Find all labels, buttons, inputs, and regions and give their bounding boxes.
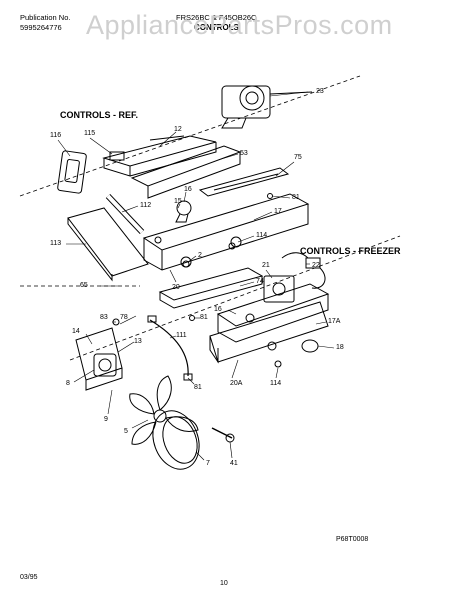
publication-label: Publication No. <box>20 13 71 22</box>
publication-number: 5995264776 <box>20 23 62 32</box>
page-title: CONTROLS <box>194 23 239 32</box>
callout-74: 74 <box>256 278 264 285</box>
callout-17: 17 <box>274 208 282 215</box>
part-12-control-housing <box>102 135 217 177</box>
part-14-fan-bracket <box>75 327 123 391</box>
part-17-control-panel <box>142 193 310 271</box>
callout-14: 14 <box>72 328 80 335</box>
callout-17a: 17A <box>328 318 341 325</box>
callout-114-freezer: 114 <box>270 380 282 387</box>
part-112-light-tube <box>105 193 145 235</box>
callout-65: 65 <box>80 282 88 289</box>
callout-16-freezer: 16 <box>214 306 222 313</box>
part-5-fan-blade <box>129 375 199 445</box>
callout-13: 13 <box>134 338 142 345</box>
callout-111: 111 <box>176 332 187 339</box>
callout-9: 9 <box>104 416 108 423</box>
leader-lines <box>57 91 335 461</box>
callout-113: 113 <box>50 240 62 247</box>
section-title-ref: CONTROLS - REF. <box>60 110 138 120</box>
callout-81-ref: 81 <box>292 194 300 201</box>
callout-16-ref: 16 <box>184 186 192 193</box>
part-18-knob <box>301 339 319 353</box>
callout-81-fan: 81 <box>194 384 202 391</box>
part-41-screw <box>211 427 235 443</box>
callout-2: 2 <box>198 252 202 259</box>
part-116-light-shield <box>57 150 87 194</box>
callout-114-ref: 114 <box>256 232 268 239</box>
section-title-freezer: CONTROLS - FREEZER <box>300 246 401 256</box>
part-113-tray <box>67 207 149 282</box>
callout-41: 41 <box>230 460 238 467</box>
callout-8: 8 <box>66 380 70 387</box>
callout-15: 15 <box>174 198 182 205</box>
page-number: 10 <box>220 580 228 587</box>
part-7-fan-shroud <box>152 410 200 470</box>
callout-78: 78 <box>120 314 128 321</box>
part-111-wire-harness <box>147 315 193 381</box>
callout-5: 5 <box>124 428 128 435</box>
part-23-control-assembly <box>221 85 313 129</box>
part-53-bracket <box>130 145 242 199</box>
callout-18: 18 <box>336 344 344 351</box>
callout-81-freezer: 81 <box>200 314 208 321</box>
callout-22: 22 <box>312 262 320 269</box>
alignment-dashed-lines <box>19 75 401 361</box>
part-22-thermostat <box>281 252 326 289</box>
part-74-freezer-housing <box>158 267 295 309</box>
callout-21: 21 <box>262 262 270 269</box>
revision-date: 03/95 <box>20 574 38 581</box>
callout-7: 7 <box>206 460 210 467</box>
callout-112: 112 <box>140 202 152 209</box>
callout-23: 23 <box>316 88 324 95</box>
drawing-number: P68T0008 <box>336 536 369 543</box>
callout-12: 12 <box>174 126 182 133</box>
part-20a-front-panel <box>209 301 329 364</box>
callout-53: 53 <box>240 150 248 157</box>
part-75-diffuser <box>198 167 290 197</box>
callout-115: 115 <box>84 130 96 137</box>
callout-20a: 20A <box>230 380 243 387</box>
callout-83: 83 <box>100 314 108 321</box>
callout-20: 20 <box>172 284 180 291</box>
callout-116: 116 <box>50 132 62 139</box>
part-17a-freezer-panel <box>216 283 330 343</box>
watermark: AppliancePartsPros.com <box>86 10 393 40</box>
model-numbers: FRS26BC & F45OB26C <box>176 13 257 22</box>
callout-75: 75 <box>294 154 302 161</box>
